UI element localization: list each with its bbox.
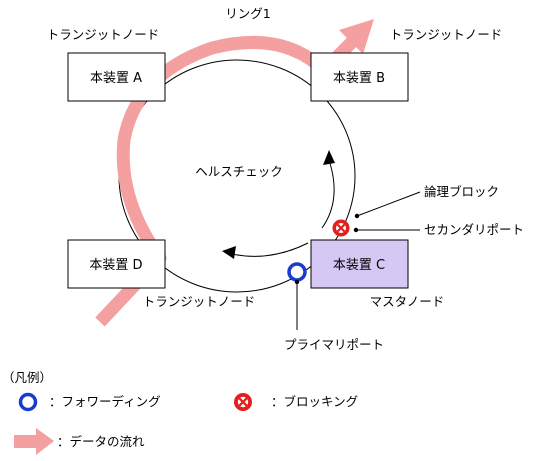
transit-node-label-a: トランジットノード xyxy=(47,27,160,42)
logical-block-leader xyxy=(356,191,421,217)
health-check-arrow-bottom xyxy=(231,242,309,257)
device-c-box xyxy=(310,239,409,289)
device-d-box xyxy=(67,239,166,289)
device-a-box xyxy=(67,52,166,102)
device-d-label: 本装置 D xyxy=(89,258,142,273)
legend-data-flow-label: ：データの流れ xyxy=(57,434,145,449)
transit-node-label-b: トランジットノード xyxy=(390,27,503,42)
health-check-arrowhead-up xyxy=(323,150,335,165)
legend-title: （凡例） xyxy=(2,370,52,385)
master-node-label: マスタノード xyxy=(370,294,445,309)
primary-port-dot xyxy=(294,279,300,285)
health-check-label: ヘルスチェック xyxy=(195,164,283,179)
legend-forwarding-label: ：フォワーディング xyxy=(49,394,161,409)
device-b-label: 本装置 B xyxy=(333,71,385,86)
device-b-box xyxy=(310,52,409,102)
blocking-port-icon xyxy=(332,219,350,237)
legend-blocking-icon xyxy=(234,393,252,411)
device-a-label: 本装置 A xyxy=(90,71,142,86)
legend-forwarding-icon xyxy=(18,392,38,412)
secondary-port-label: セカンダリポート xyxy=(424,222,524,237)
health-check-arrow-right xyxy=(321,159,335,229)
device-c-label: 本装置 C xyxy=(333,258,385,273)
primary-port-label: プライマリポート xyxy=(284,337,384,352)
ring-title: リング1 xyxy=(225,6,270,21)
transit-node-label-d: トランジットノード xyxy=(143,294,256,309)
legend-blocking-label: ：ブロッキング xyxy=(271,394,358,409)
legend-data-flow-icon xyxy=(14,428,54,455)
logical-block-dot xyxy=(354,213,360,219)
health-check-arrowhead-left xyxy=(222,246,236,259)
forwarding-port-icon xyxy=(287,262,307,282)
data-flow-arrowhead xyxy=(339,19,374,54)
logical-block-label: 論理ブロック xyxy=(424,184,499,199)
secondary-port-dot xyxy=(353,227,359,233)
